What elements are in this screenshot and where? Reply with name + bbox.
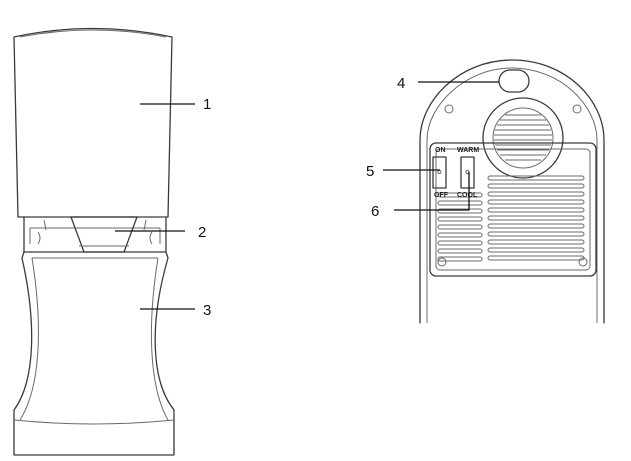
screw-hole xyxy=(578,257,588,267)
power-switch: ON OFF xyxy=(432,147,449,199)
callout-2: 2 xyxy=(198,224,206,241)
back-housing-outline xyxy=(419,59,605,324)
callout-3: 3 xyxy=(203,302,211,319)
screw-hole xyxy=(572,104,582,114)
screw-hole xyxy=(444,104,454,114)
mode-cool-label: COOL xyxy=(457,192,478,199)
handle-slot xyxy=(498,69,530,93)
middle-band xyxy=(23,216,167,253)
back-view: ON OFF WARM COOL 4 5 6 xyxy=(366,59,605,324)
nozzle xyxy=(70,216,138,253)
front-view: 1 2 3 xyxy=(13,27,211,456)
power-on-label: ON xyxy=(435,147,446,154)
callout-1: 1 xyxy=(203,96,211,113)
screw-hole xyxy=(437,257,447,267)
mode-warm-label: WARM xyxy=(457,147,479,154)
top-housing xyxy=(13,27,173,218)
callout-6: 6 xyxy=(371,203,379,220)
power-off-label: OFF xyxy=(434,192,449,199)
callout-4: 4 xyxy=(397,75,405,92)
callout-6-leader xyxy=(394,172,470,211)
callout-5: 5 xyxy=(366,163,374,180)
lower-body xyxy=(13,251,175,456)
fan-grille xyxy=(482,97,564,179)
vent-slots xyxy=(437,175,585,262)
mode-switch: WARM COOL xyxy=(457,147,479,199)
